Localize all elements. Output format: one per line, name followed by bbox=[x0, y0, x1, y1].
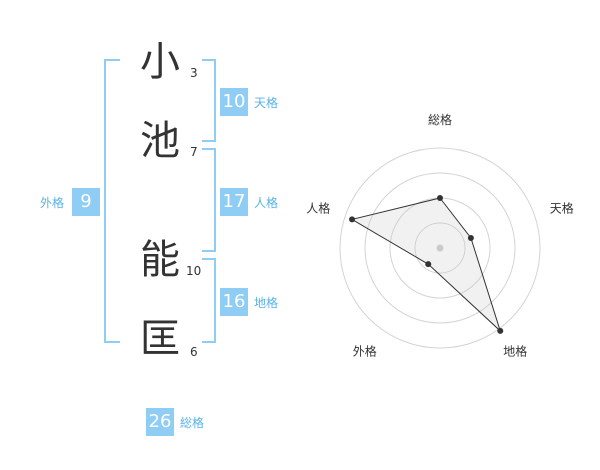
name-char-3: 能 bbox=[140, 237, 180, 283]
outer-bracket bbox=[104, 59, 120, 343]
gai-kaku-label: 外格 bbox=[40, 196, 65, 210]
radar-axis-label-3: 地格 bbox=[503, 344, 527, 359]
sou-kaku-label: 総格 bbox=[180, 416, 205, 430]
radar-axis-label-4: 外格 bbox=[353, 344, 377, 359]
jin-kaku-value: 17 bbox=[220, 188, 248, 216]
jin-bracket bbox=[202, 148, 216, 252]
chi-kaku-label: 地格 bbox=[254, 296, 279, 310]
radar-point-2 bbox=[467, 234, 474, 241]
stroke-count-1: 3 bbox=[190, 66, 198, 80]
ten-bracket bbox=[202, 59, 216, 142]
radar-axis-label-1: 総格 bbox=[428, 112, 452, 127]
radar-point-4 bbox=[425, 261, 432, 268]
ten-kaku-label: 天格 bbox=[254, 96, 279, 110]
radar-ring-1 bbox=[414, 222, 466, 274]
name-char-2: 池 bbox=[140, 118, 180, 164]
radar-point-1 bbox=[437, 195, 443, 201]
stroke-count-3: 10 bbox=[186, 264, 202, 278]
stroke-count-2: 7 bbox=[190, 145, 198, 159]
ten-kaku-value: 10 bbox=[220, 88, 248, 116]
radar-ring-4 bbox=[339, 147, 541, 349]
radar-axis-label-5: 人格 bbox=[306, 200, 330, 215]
radar-center bbox=[436, 244, 444, 252]
radar-point-5 bbox=[349, 216, 356, 223]
chi-bracket bbox=[202, 258, 216, 343]
radar-axis-label-2: 天格 bbox=[550, 200, 574, 215]
radar-point-3 bbox=[497, 327, 504, 334]
radar-polygon bbox=[350, 197, 502, 333]
radar-ring-3 bbox=[364, 172, 516, 324]
stroke-count-4: 6 bbox=[190, 345, 198, 359]
name-char-4: 匡 bbox=[140, 316, 180, 362]
sou-kaku-value: 26 bbox=[146, 408, 174, 436]
gai-kaku-value: 9 bbox=[72, 188, 100, 216]
chi-kaku-value: 16 bbox=[220, 288, 248, 316]
name-char-1: 小 bbox=[140, 39, 180, 85]
jin-kaku-label: 人格 bbox=[254, 196, 279, 210]
